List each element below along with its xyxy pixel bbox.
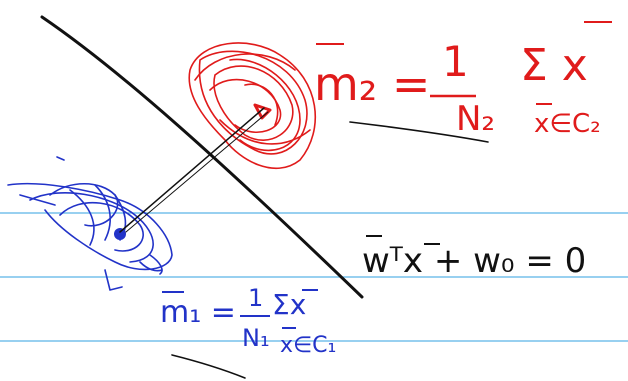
blue-cluster-c1 (7, 156, 173, 291)
m2-frac-den: N₂ (456, 99, 495, 139)
equation-m2: m₂ = 1 N₂ Σ x x∈C₂ (314, 21, 612, 139)
m2-sub: x∈C₂ (534, 109, 601, 139)
m2-frac-num: 1 (442, 37, 469, 86)
equation-m1: m₁ = 1 N₁ Σx x∈C₁ (160, 284, 336, 358)
m1-frac-num: 1 (248, 284, 263, 312)
m1-sum: Σx (272, 288, 306, 321)
blue-centroid-dot (114, 228, 126, 240)
decision-boundary-line (40, 15, 364, 299)
separator-stroke-top (349, 121, 489, 143)
m1-frac-den: N₁ (242, 324, 270, 352)
boundary-equation: wᵀx + w₀ = 0 (362, 241, 586, 281)
m1-lhs: m₁ = (160, 295, 236, 330)
centroid-connector-line (119, 107, 265, 233)
m2-sum: Σ x (520, 40, 588, 91)
red-cluster-c2 (188, 42, 317, 170)
equation-boundary: wᵀx + w₀ = 0 (362, 235, 586, 281)
ruled-lines (0, 212, 628, 342)
separator-stroke-bottom (171, 354, 246, 379)
m1-sub: x∈C₁ (280, 333, 336, 358)
centroid-connector-line-2 (125, 111, 269, 233)
m2-lhs: m₂ = (314, 57, 430, 111)
